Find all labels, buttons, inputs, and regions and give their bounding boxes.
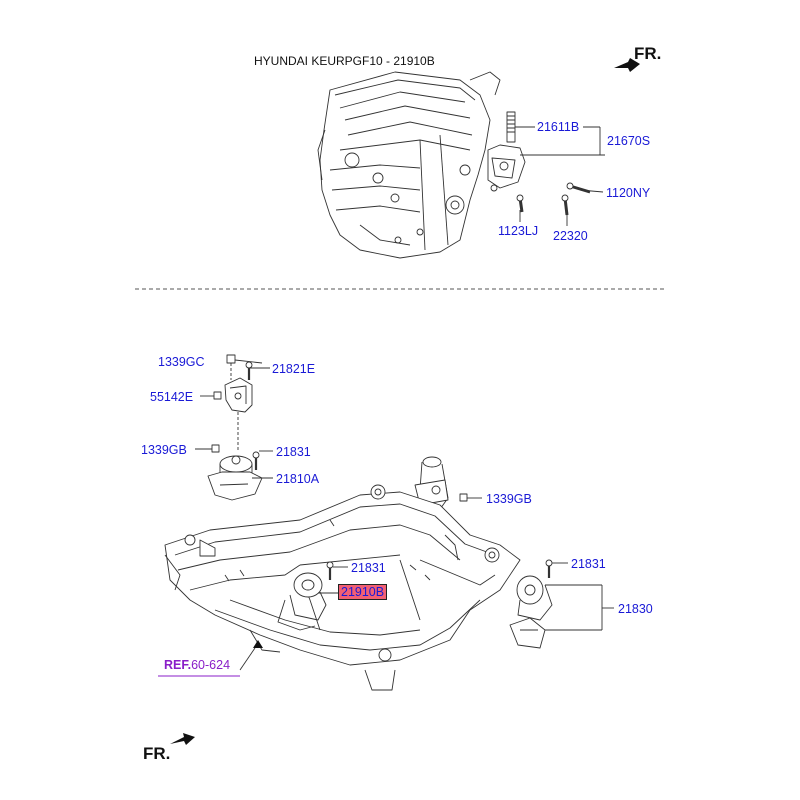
ref-value: 60-624 (191, 658, 231, 672)
part-label-21810a[interactable]: 21810A (276, 472, 320, 486)
engine-block-drawing (317, 71, 501, 259)
part-label-21910b-highlighted[interactable]: 21910B (338, 584, 388, 600)
right-engine-mount-drawing (509, 559, 553, 649)
part-label-1120ny[interactable]: 1120NY (606, 186, 651, 200)
left-mount-bracket-drawing (213, 354, 253, 450)
part-label-21831-center[interactable]: 21831 (351, 561, 386, 575)
part-label-21821e[interactable]: 21821E (272, 362, 316, 376)
lower-leader-lines (195, 359, 614, 671)
part-label-21831-left[interactable]: 21831 (276, 445, 311, 459)
center-mount-drawing (277, 561, 334, 631)
highlight-box: 21910B (338, 584, 388, 600)
part-label-1339gb-right[interactable]: 1339GB (486, 492, 532, 506)
part-label-1339gb-left[interactable]: 1339GB (141, 443, 187, 457)
part-label-1123lj[interactable]: 1123LJ (498, 224, 539, 238)
engine-mount-bracket-drawing (487, 111, 591, 216)
direction-label-top: FR. (634, 44, 662, 63)
part-label-21831-right[interactable]: 21831 (571, 557, 606, 571)
part-label-55142e[interactable]: 55142E (150, 390, 194, 404)
fr-arrow-top-icon (614, 58, 640, 72)
part-label-21611b[interactable]: 21611B (537, 120, 580, 134)
left-engine-mount-drawing (207, 444, 263, 501)
diagram-title: HYUNDAI KEURPGF10 - 21910B (254, 54, 435, 68)
upper-leader-lines (515, 126, 605, 226)
part-label-21670s[interactable]: 21670S (607, 134, 651, 148)
fr-arrow-bottom-icon (170, 733, 195, 745)
ref-arrow-icon (253, 640, 263, 648)
subframe-drawing (164, 484, 521, 691)
ref-prefix: REF. (164, 658, 192, 672)
direction-label-bottom: FR. (143, 744, 171, 763)
ref-link[interactable]: REF.60-624 (164, 658, 230, 672)
part-label-21830[interactable]: 21830 (618, 602, 653, 616)
part-label-22320[interactable]: 22320 (553, 229, 588, 243)
part-label-1339gc[interactable]: 1339GC (158, 355, 205, 369)
